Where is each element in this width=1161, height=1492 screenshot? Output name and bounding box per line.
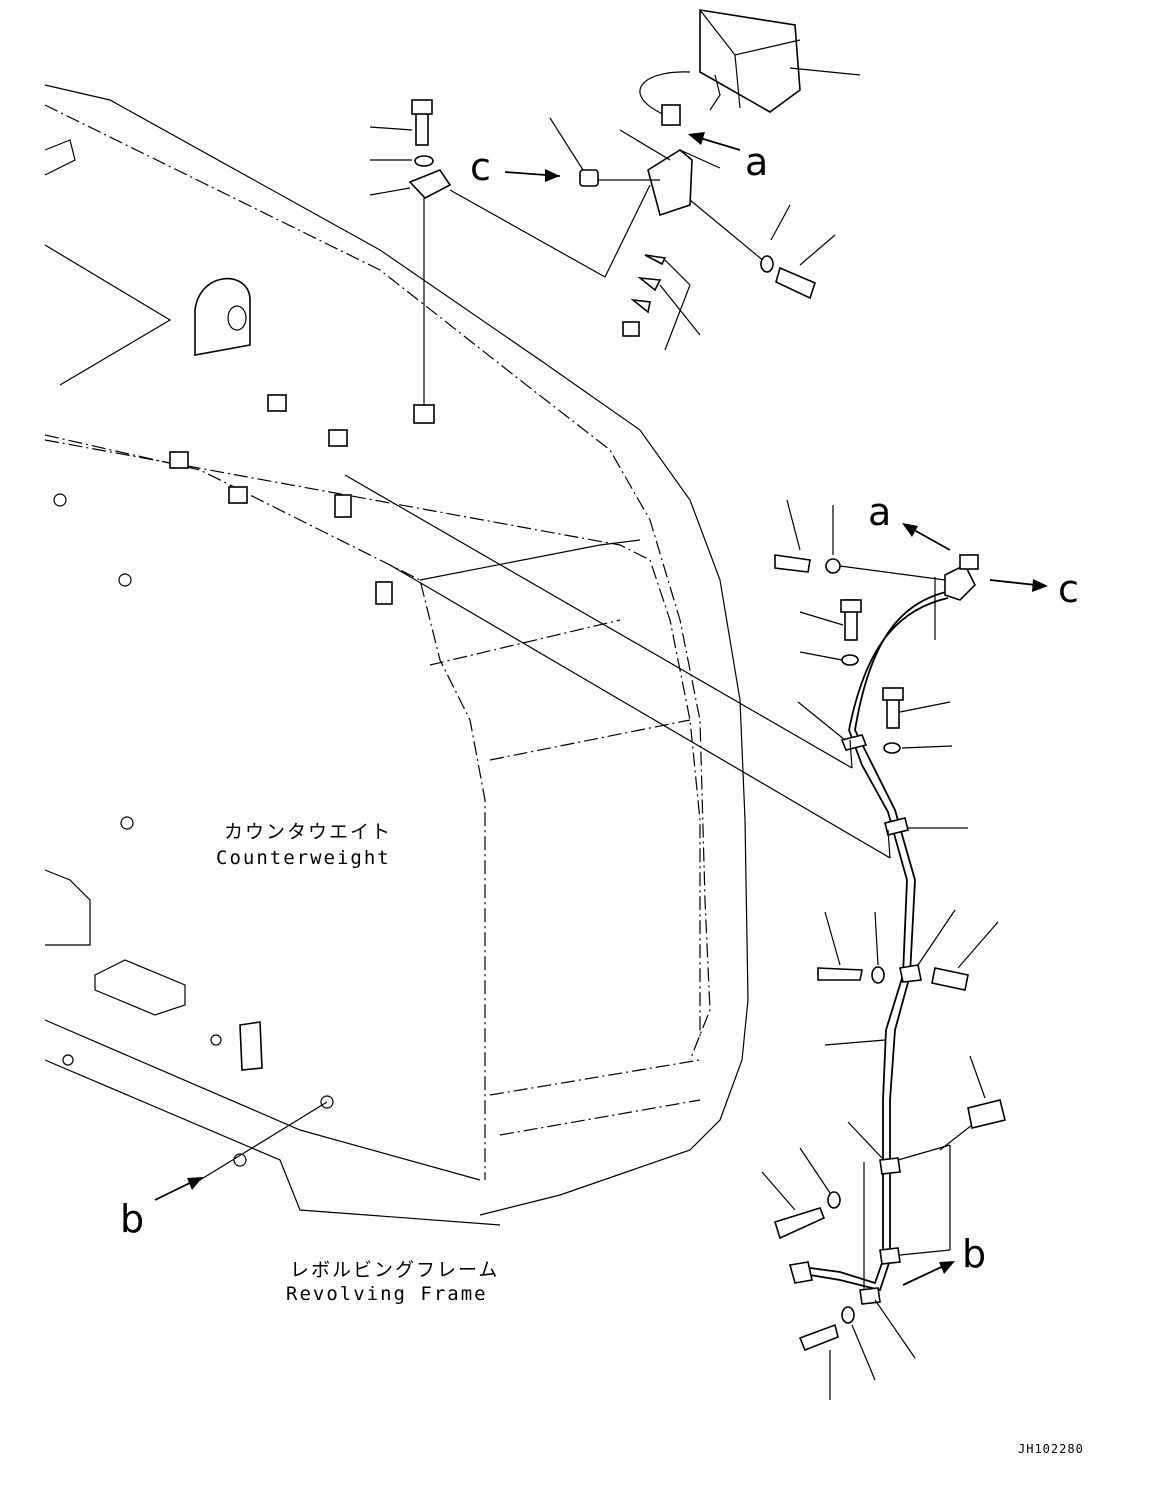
drawing-code: JH102280 [1018, 1442, 1084, 1456]
top-bolt-stack [369, 99, 651, 405]
counterweight-label-en: Counterweight [216, 847, 391, 869]
ref-label-b-right: b [962, 1232, 986, 1276]
ref-label-c-right: c [1058, 567, 1079, 611]
lamp-bracket [549, 117, 836, 351]
ref-arrow-b-right: b [902, 1232, 986, 1286]
work-lamp [639, 9, 861, 126]
revolving-frame-label-en: Revolving Frame [286, 1283, 488, 1305]
weld-nut-group [53, 394, 435, 830]
revolving-frame-label-jp: レボルビングフレーム [290, 1259, 499, 1281]
ref-label-c-top: c [470, 145, 491, 189]
ref-label-b-left: b [120, 1197, 144, 1241]
ref-label-a-top: a [745, 140, 768, 184]
ref-arrow-c-top: c [470, 145, 561, 189]
ref-arrow-c-right: c [989, 567, 1079, 611]
ref-arrow-a-top: a [688, 132, 768, 184]
ref-label-a-right: a [868, 490, 891, 534]
counterweight-body [44, 84, 749, 1226]
wiring-harness [199, 474, 1006, 1400]
counterweight-label-jp: カウンタウエイト [224, 821, 392, 843]
ref-arrow-b-left: b [120, 1177, 203, 1241]
ref-arrow-a-right: a [868, 490, 951, 551]
